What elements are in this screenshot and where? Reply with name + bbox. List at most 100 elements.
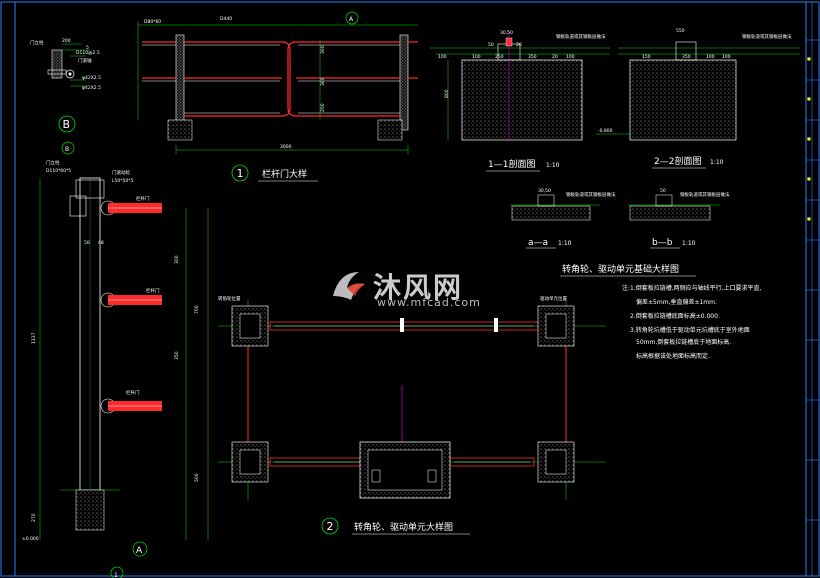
post-bottom-number-circle <box>110 566 124 578</box>
section-b-scale: 1:10 <box>682 240 696 247</box>
svg-text:■: ■ <box>807 176 811 181</box>
post-section-marker: A <box>136 546 143 556</box>
section-b-label: 钢板轨道或其钢板层做法 <box>680 191 730 198</box>
detail-b-dim-2: 5 <box>86 45 89 51</box>
post-label-left-2: D110*60*5 <box>46 168 71 174</box>
section-1-scale: 1:10 <box>546 162 560 169</box>
post-dim-right-4: 500 <box>194 473 200 482</box>
plan-circle-number: 2 <box>327 520 334 533</box>
plan-label-tr: 驱动单元位置 <box>540 295 567 302</box>
foundation-title: 转角轮、驱动单元基础大样图 <box>562 263 679 275</box>
railing-section-marker: A <box>349 16 354 23</box>
svg-text:■: ■ <box>807 96 811 101</box>
plan-box-bottom-right <box>537 441 575 483</box>
post-label-right-1: 门滚动轮 <box>112 169 130 176</box>
railing-dim-bottom: 3000 <box>280 144 292 150</box>
note-line-5: 50mm,倒套板拉链槽底于地面标高. <box>636 338 731 346</box>
section-a-title: a—a <box>528 238 548 248</box>
section-1-dim-4: 250 <box>495 54 504 60</box>
post-marker-b: B <box>65 146 69 153</box>
plan-box-top-left <box>231 305 269 347</box>
railing-gate-elevation: D80*60 D440 A 300 300 200 3000 1 栏杆门大样 <box>137 11 418 182</box>
post-section-marker-circle <box>132 541 148 557</box>
note-line-2: 偏差±5mm,垂直偏差±1mm. <box>636 298 717 306</box>
post-level: ±0.000 <box>22 536 39 542</box>
section-1-dim-1: 50 <box>488 42 494 48</box>
section-2-dim-1: 550 <box>676 28 685 34</box>
plan-title: 转角轮、驱动单元大样图 <box>354 521 453 533</box>
section-b-title: b—b <box>652 238 673 248</box>
section-2-level: -0.800 <box>598 128 613 134</box>
post-label-right-4: 栏杆门 <box>146 287 160 294</box>
plan-box-top-right <box>537 305 575 347</box>
post-dim-left-2: 270 <box>31 513 37 522</box>
note-line-4: 3.转角轮坑槽低于驱动单元坑槽底于室外地面 <box>630 326 750 334</box>
section-a-scale: 1:10 <box>558 240 572 247</box>
post-dim-left-1: 1137 <box>31 332 37 344</box>
post-small-dim-1: 50 <box>84 240 90 246</box>
detail-b-dim-1: 200 <box>62 38 71 44</box>
railing-circle-number: 1 <box>237 167 244 180</box>
post-small-dim-2: 48 <box>98 240 104 246</box>
plan-circle-number-ring <box>321 517 339 535</box>
section-1-dim-5: 350 <box>528 54 537 60</box>
section-2-dim-2: 150 <box>642 54 651 60</box>
note-line-1: 注:1.倒套板拉链槽,两侧应与轴线平行,上口要求平直, <box>622 284 762 292</box>
post-label-right-3: 栏杆门 <box>136 195 150 202</box>
railing-section-marker-circle <box>345 11 359 25</box>
section-2-2: 钢板轨道或其钢板层做法 550 150 350 100 100 -0.800 2… <box>596 28 800 169</box>
post-marker-b-circle <box>61 141 75 155</box>
notes-block: 注:1.倒套板拉链槽,两侧应与轴线平行,上口要求平直, 偏差±5mm,垂直偏差±… <box>622 284 762 360</box>
section-a-a: 30,50 钢板轨道或其钢板层做法 a—a 1:10 <box>510 188 616 249</box>
section-b-top-mark: 50 <box>660 188 666 194</box>
post-label-left-1: 门立柱 <box>46 159 60 166</box>
railing-dim-top-left: D80*60 <box>144 19 161 25</box>
plan-view: 转角轮位置 驱动单元位置 2 转角轮、驱动单元大样图 <box>218 295 606 535</box>
section-a-top-mark: 30,50 <box>538 188 551 194</box>
post-label-right-2: L50*50*5 <box>112 178 133 184</box>
note-line-3: 2.倒套板拉链槽底面标高±0.000. <box>630 312 720 320</box>
post-elevation: B 门立柱 D110*60*5 门滚动轮 L50*50*5 栏杆门 栏杆门 栏杆… <box>22 141 209 578</box>
section-1-dim-3: 100 <box>472 54 481 60</box>
note-line-6: 标高根据该处地面标高而定. <box>636 352 710 360</box>
railing-dim-side-3: 200 <box>320 103 326 112</box>
plan-label-tl: 转角轮位置 <box>218 295 241 302</box>
section-1-dim-7: 100 <box>566 54 575 60</box>
post-dim-right-1: 300 <box>174 255 180 264</box>
section-a-label: 钢板轨道或其钢板层做法 <box>566 191 616 198</box>
detail-b-label-2: 门滚轴 <box>78 57 92 64</box>
plan-box-bottom-left <box>231 441 269 483</box>
section-2-dim-3: 350 <box>682 54 691 60</box>
detail-b-subdim: D110@2.5 <box>76 50 100 56</box>
post-dim-right-3: 350 <box>174 351 180 360</box>
railing-dim-side-2: 300 <box>320 77 326 86</box>
section-1-title: 1—1剖面图 <box>488 158 535 170</box>
detail-b-marker-circle <box>58 115 76 133</box>
section-1-dim-8: 100 <box>438 54 447 60</box>
section-2-label-top: 钢板轨道或其钢板层做法 <box>742 33 792 40</box>
svg-text:■: ■ <box>807 216 811 221</box>
detail-b: 门立柱 200 5 D110@2.5 门滚轴 φ42X2.5 φ42X2.5 B <box>30 38 101 133</box>
post-label-right-5: 栏杆门 <box>126 389 140 396</box>
detail-b-label-3: φ42X2.5 <box>82 75 101 81</box>
section-1-depth: 800 <box>444 89 450 98</box>
svg-text:■: ■ <box>807 56 811 61</box>
section-1-top-mark: 30,50 <box>500 30 513 36</box>
section-1-label-top: 钢板轨道或其钢板层做法 <box>556 33 606 40</box>
plan-drive-unit <box>359 441 451 499</box>
railing-circle-number-ring <box>231 164 249 182</box>
detail-b-label-1: 门立柱 <box>30 39 44 46</box>
railing-dim-side-1: 300 <box>320 45 326 54</box>
post-dim-right-2: 700 <box>194 305 200 314</box>
post-bottom-number: 1 <box>114 572 118 578</box>
section-1-dim-2: 20 <box>516 42 522 48</box>
railing-dim-top-mid: D440 <box>220 16 232 22</box>
section-2-scale: 1:10 <box>710 159 724 166</box>
detail-b-marker: B <box>63 118 71 131</box>
detail-b-label-4: φ42X2.5 <box>82 85 101 91</box>
section-2-dim-4: 100 <box>706 54 715 60</box>
section-1-1: 30,50 钢板轨道或其钢板层做法 50 20 100 250 350 20 1… <box>430 30 610 172</box>
railing-title: 栏杆门大样 <box>262 168 307 180</box>
